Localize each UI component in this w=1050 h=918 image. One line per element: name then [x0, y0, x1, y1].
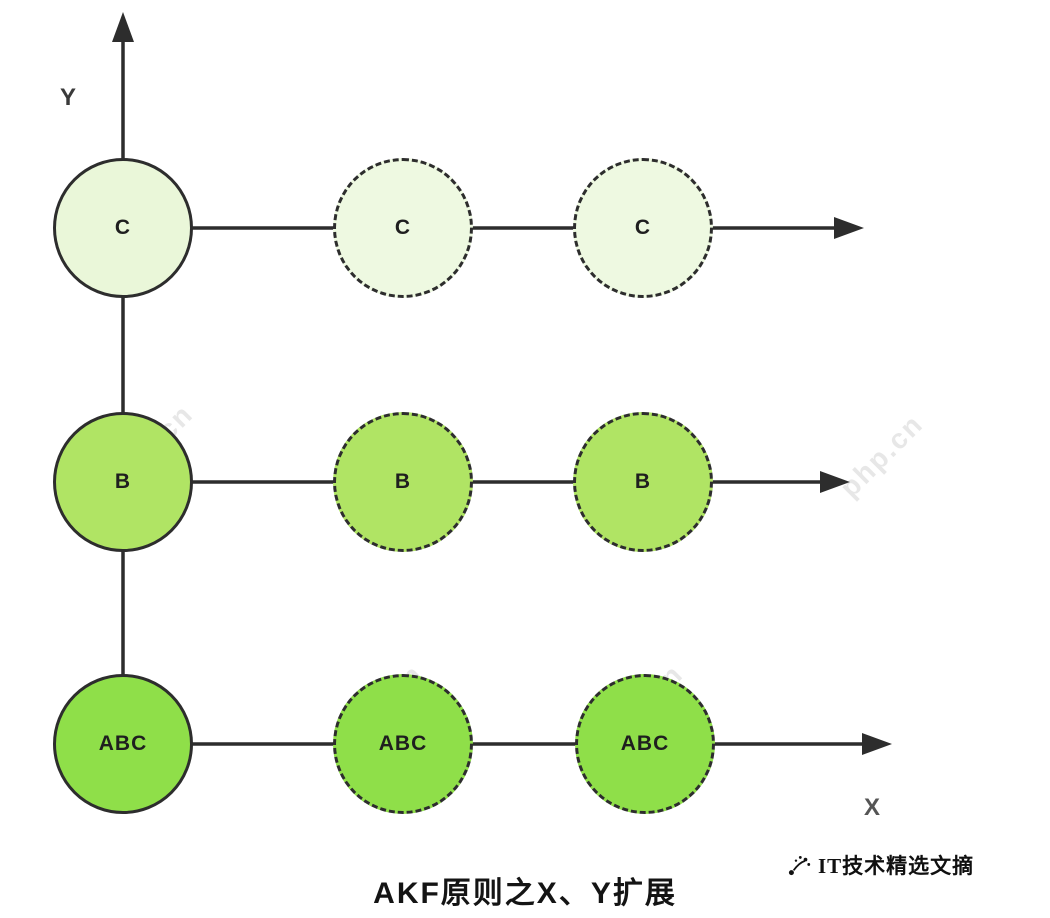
node-abc-replica-1: ABC [333, 674, 473, 814]
row-b-arrowhead [820, 471, 850, 493]
diagram-title: AKF原则之X、Y扩展 [373, 877, 677, 910]
node-b-replica-2: B [573, 412, 713, 552]
node-c-replica-2: C [573, 158, 713, 298]
row-abc-arrowhead [862, 733, 892, 755]
node-c-origin: C [53, 158, 193, 298]
y-axis-arrowhead [112, 12, 134, 42]
node-abc-replica-2: ABC [575, 674, 715, 814]
y-axis-label: Y [60, 84, 77, 111]
dandelion-icon [786, 852, 812, 878]
node-b-origin: B [53, 412, 193, 552]
node-b-replica-1: B [333, 412, 473, 552]
node-c-replica-1: C [333, 158, 473, 298]
x-axis-label: X [864, 794, 881, 821]
footer-logo-text: IT技术精选文摘 [818, 854, 975, 878]
footer-logo: IT技术精选文摘 [786, 850, 974, 880]
row-c-arrowhead [834, 217, 864, 239]
node-abc-origin: ABC [53, 674, 193, 814]
